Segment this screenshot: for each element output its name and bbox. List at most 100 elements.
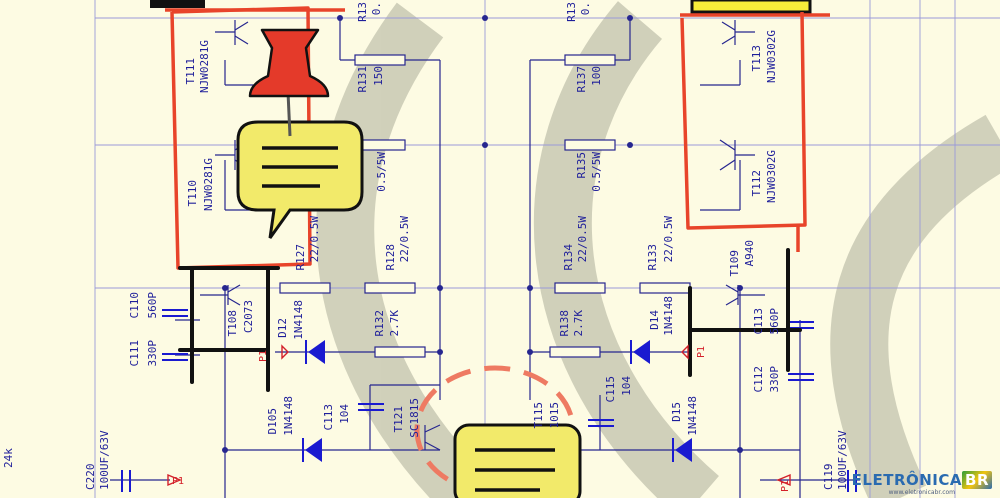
resistor-r127 [279, 282, 331, 294]
label-r133-value: 22/0.5W [662, 216, 675, 263]
label-c119-value: 100UF/63V [836, 430, 849, 490]
note-icon-bottom [453, 423, 582, 498]
label-r138-value: 2.7K [572, 310, 585, 337]
label-d14: D14 [648, 310, 661, 330]
transistor-t109 [725, 284, 765, 306]
label-c113-left-value: 104 [338, 404, 351, 424]
diode-d15 [672, 438, 692, 462]
label-c220-value: 100UF/63V [98, 430, 111, 490]
label-t115-part: 1015 [548, 402, 561, 429]
resistor-r131 [354, 54, 406, 66]
note-bubble-icon [236, 120, 364, 239]
red-annotation-boxes [165, 6, 830, 270]
capacitor-c113-left [358, 403, 384, 411]
resistor-r134 [554, 282, 606, 294]
capacitors [121, 309, 857, 492]
capacitor-c113-right [788, 321, 814, 329]
resistor-r128 [364, 282, 416, 294]
label-r133: R133 [646, 244, 659, 271]
p1-arrows [167, 344, 791, 487]
label-c113-right: C113 [752, 308, 765, 335]
label-t115: T115 [532, 402, 545, 429]
label-t110-part: NJW0281G [202, 158, 215, 211]
diode-d14 [630, 340, 650, 364]
diodes [302, 340, 692, 462]
label-r127: R127 [294, 244, 307, 271]
label-r132: R132 [373, 310, 386, 337]
label-d15: D15 [670, 402, 683, 422]
label-r128-value: 22/0.5W [398, 216, 411, 263]
logo-url: www.eletronicabr.com [888, 489, 956, 496]
label-t111: T111 [184, 58, 197, 85]
label-r135: R135 [575, 152, 588, 179]
label-left-mid-value: 0.5/5W [375, 152, 388, 192]
label-t108-part: C2073 [242, 300, 255, 333]
label-c111: C111 [128, 340, 141, 367]
capacitor-c115 [588, 419, 614, 427]
label-c110: C110 [128, 292, 141, 319]
capacitor-c112 [788, 373, 814, 381]
black-bar-top-left [150, 0, 205, 8]
label-r138: R138 [558, 310, 571, 337]
capacitor-c119 [847, 470, 857, 492]
label-t108: T108 [226, 310, 239, 337]
label-t109-part: A940 [743, 240, 756, 267]
label-r131-value: 150 [372, 66, 385, 86]
logo-suffix: BR [962, 471, 992, 489]
label-t112: T112 [750, 170, 763, 197]
transistor-t111 [215, 20, 249, 45]
label-d105-part: 1N4148 [282, 396, 295, 436]
push-pin-icon [248, 28, 330, 137]
diode-d105 [302, 438, 322, 462]
label-t113: T113 [750, 45, 763, 72]
capacitor-c111 [162, 353, 188, 361]
label-c113-right-value: 560P [768, 308, 781, 335]
label-p1-mid-left: P1 [258, 350, 269, 362]
label-r135-value: 0.5/5W [590, 152, 603, 192]
resistors [279, 54, 691, 358]
label-p1-bottom-right: P1 [780, 480, 791, 492]
label-c110-value: 560P [146, 292, 159, 319]
transistor-t108 [200, 284, 241, 306]
capacitor-c110 [162, 309, 188, 317]
yellow-bar-top-right [690, 0, 812, 14]
label-c119: C119 [822, 464, 835, 491]
label-t112-part: NJW0302G [765, 150, 778, 203]
label-r131: R131 [356, 66, 369, 93]
transistor-t113 [721, 20, 755, 45]
label-t111-part: NJW0281G [198, 40, 211, 93]
resistor-r135 [564, 139, 616, 151]
label-r137-frag-val: 0. [579, 2, 592, 15]
label-p1-mid-right: P1 [696, 346, 707, 358]
label-p1-bottom-left: P1 [172, 476, 184, 487]
label-d15-part: 1N4148 [686, 396, 699, 436]
label-r131-frag-val: 0. [370, 2, 383, 15]
label-d105: D105 [266, 408, 279, 435]
diode-d12 [305, 340, 325, 364]
label-c115: C115 [604, 376, 617, 403]
label-c111-value: 330P [146, 340, 159, 367]
label-24k: 24k [2, 448, 15, 468]
resistor-r132 [374, 346, 426, 358]
transistor-t121 [424, 424, 441, 451]
logo-main: ELETRÔNICA [851, 471, 963, 489]
label-d12: D12 [276, 318, 289, 338]
label-r127-value: 22/0.5W [308, 216, 321, 263]
component-labels: R13 0. R13 0. R131 150 R137 100 0.5/5W R… [2, 2, 849, 492]
label-r134: R134 [562, 244, 575, 271]
red-box-right [680, 11, 807, 230]
label-t121-part: SC1815 [408, 398, 421, 438]
label-c112-value: 330P [768, 366, 781, 393]
label-d12-part: 1N4148 [292, 300, 305, 340]
label-r131-frag: R13 [356, 2, 369, 22]
transistor-t112 [719, 139, 755, 171]
black-annotation-strokes [178, 248, 802, 392]
label-c220: C220 [84, 464, 97, 491]
label-r128: R128 [384, 244, 397, 271]
label-r132-value: 2.7K [388, 310, 401, 337]
label-t121: T121 [392, 406, 405, 433]
label-t109: T109 [728, 250, 741, 277]
label-r137-frag: R13 [565, 2, 578, 22]
label-r137: R137 [575, 66, 588, 93]
